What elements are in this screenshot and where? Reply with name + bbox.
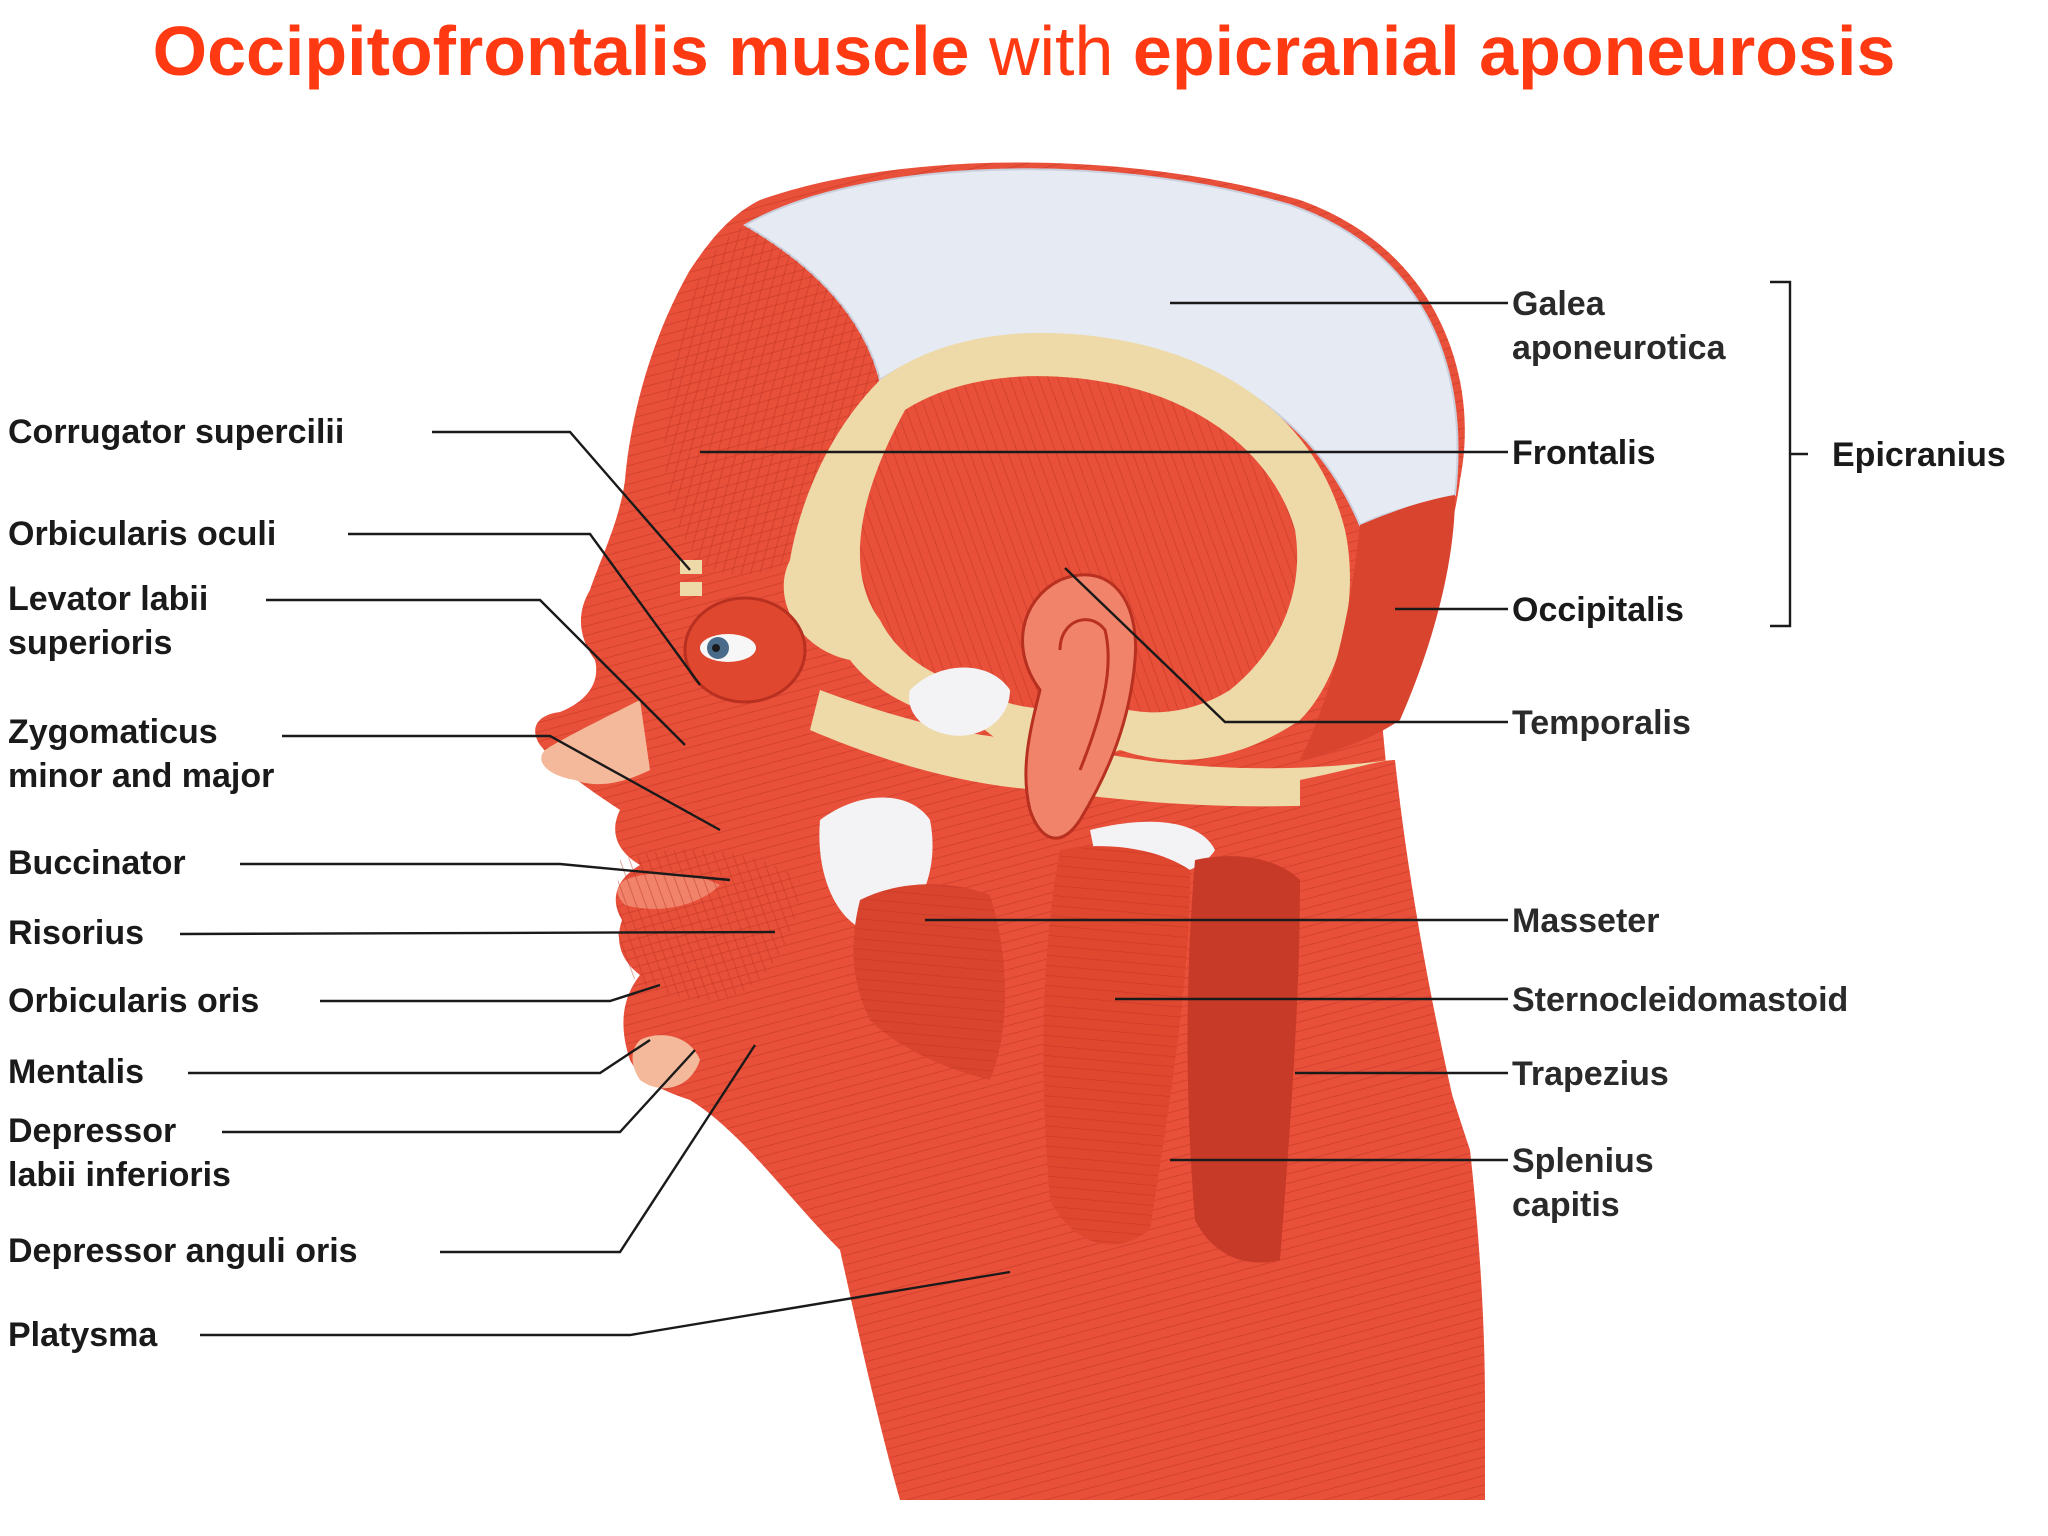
title-part-2: with: [988, 12, 1114, 90]
leader-corrugator: [432, 430, 691, 571]
label-depressor-anguli-oris: Depressor anguli oris: [8, 1232, 358, 1270]
leader-zygomaticus: [282, 734, 721, 832]
label-orbicularis-oculi: Orbicularis oculi: [8, 515, 276, 553]
frontalis-region: [664, 225, 880, 575]
label-platysma: Platysma: [8, 1316, 158, 1354]
splenius-capitis-region: [1187, 856, 1300, 1263]
leader-temporalis: [1064, 567, 1508, 724]
right-labels: Galea aponeurotica Frontalis Occipitalis…: [1512, 285, 2006, 1224]
trapezius-fibers: [1300, 760, 1485, 1480]
leader-depressor-labii: [222, 1049, 696, 1134]
label-depressor-labii-line1: Depressor: [8, 1112, 176, 1150]
leader-orbicularis-oris: [320, 983, 661, 1003]
corrugator-tendon-marker-2: [680, 582, 702, 596]
label-risorius: Risorius: [8, 914, 144, 952]
label-mentalis: Mentalis: [8, 1053, 144, 1091]
label-zygomaticus-line1: Zygomaticus: [8, 713, 218, 751]
orbicularis-oris-region: [616, 849, 800, 1000]
chin: [632, 1035, 700, 1089]
epicranius-bracket: [1770, 280, 1792, 628]
label-trapezius: Trapezius: [1512, 1055, 1669, 1093]
leader-depressor-anguli: [440, 1044, 757, 1254]
label-sternocleidomastoid: Sternocleidomastoid: [1512, 981, 1848, 1019]
leader-orbicularis-oculi: [348, 532, 701, 686]
head-illustration: [535, 162, 1485, 1500]
label-splenius-line1: Splenius: [1512, 1142, 1654, 1180]
title-part-1: Occipitofrontalis muscle: [152, 12, 970, 90]
label-frontalis: Frontalis: [1512, 434, 1656, 472]
ear-inner: [1058, 618, 1110, 771]
leader-platysma: [200, 1270, 1011, 1337]
zygomatic-arch: [810, 690, 1395, 807]
label-occipitalis: Occipitalis: [1512, 591, 1684, 629]
leader-buccinator: [240, 862, 731, 882]
label-levator-labii-line1: Levator labii: [8, 580, 208, 618]
leader-mentalis: [188, 1038, 651, 1075]
masseter-fibers: [853, 884, 1005, 1080]
label-masseter: Masseter: [1512, 902, 1659, 940]
leader-lines: [179, 280, 1808, 1337]
label-temporalis: Temporalis: [1512, 704, 1691, 742]
label-galea-line1: Galea: [1512, 285, 1606, 323]
label-orbicularis-oris: Orbicularis oris: [8, 982, 259, 1020]
label-galea-line2: aponeurotica: [1512, 329, 1727, 367]
label-splenius-line2: capitis: [1512, 1186, 1620, 1224]
diagram-title: Occipitofrontalis muscle with epicranial…: [0, 6, 2048, 96]
occipitalis-region: [1300, 495, 1455, 760]
sternocleidomastoid-fibers: [1043, 846, 1190, 1245]
label-levator-labii-line2: superioris: [8, 624, 172, 662]
title-part-3: epicranial aponeurosis: [1132, 12, 1896, 90]
label-buccinator: Buccinator: [8, 844, 186, 882]
leader-risorius: [179, 930, 776, 936]
tendon-patch-temple: [909, 667, 1010, 736]
temporalis-fibers: [859, 376, 1298, 713]
leader-levator-labii: [266, 598, 686, 746]
label-zygomaticus-line2: minor and major: [8, 757, 274, 795]
label-depressor-labii-line2: labii inferioris: [8, 1156, 231, 1194]
left-labels: Corrugator supercilii Orbicularis oculi …: [8, 413, 358, 1354]
nose: [541, 700, 650, 785]
label-corrugator-supercilii: Corrugator supercilii: [8, 413, 344, 451]
label-epicranius: Epicranius: [1832, 436, 2006, 474]
eye-pupil: [712, 644, 720, 652]
